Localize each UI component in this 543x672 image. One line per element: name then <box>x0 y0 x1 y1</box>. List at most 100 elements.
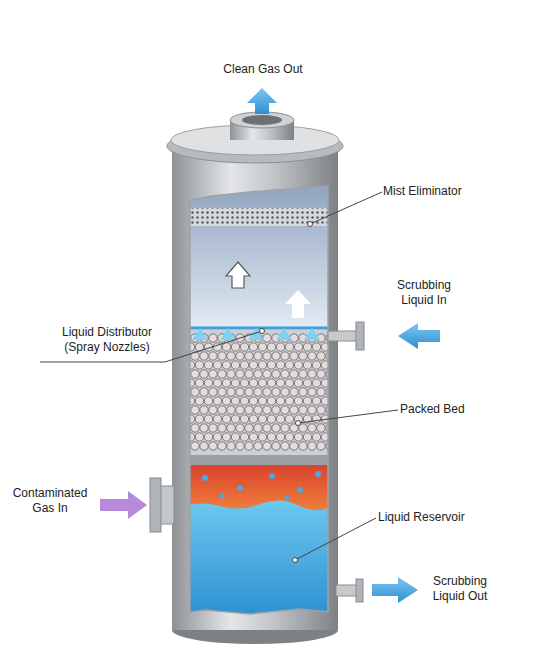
packing-ring <box>326 352 334 360</box>
packing-ring <box>218 370 226 378</box>
drop <box>285 496 290 501</box>
packing-ring <box>195 397 203 405</box>
packing-ring <box>204 361 212 369</box>
packing-ring <box>182 424 190 432</box>
packing-ring <box>326 370 334 378</box>
mist-eliminator <box>180 208 340 226</box>
liquid-out-pipe <box>336 585 358 596</box>
packing-ring <box>195 379 203 387</box>
packing-ring <box>249 379 257 387</box>
packing-ring <box>326 388 334 396</box>
packing-ring <box>222 415 230 423</box>
packing-ring <box>218 388 226 396</box>
liquid-out-flange <box>356 579 363 602</box>
packing-ring <box>258 361 266 369</box>
packing-ring <box>200 442 208 450</box>
gas-in-arrow <box>100 491 147 519</box>
packing-ring <box>290 370 298 378</box>
packing-ring <box>308 370 316 378</box>
packing-ring <box>191 388 199 396</box>
packing-ring <box>200 406 208 414</box>
packing-ring <box>204 433 212 441</box>
packing-ring <box>209 352 217 360</box>
packing-ring <box>245 424 253 432</box>
packing-ring <box>213 379 221 387</box>
packing-ring <box>294 343 302 351</box>
packing-ring <box>272 352 280 360</box>
packing-ring <box>263 370 271 378</box>
packing-ring <box>258 397 266 405</box>
packing-ring <box>299 388 307 396</box>
packing-ring <box>200 424 208 432</box>
packing-ring <box>245 352 253 360</box>
packing-ring <box>182 370 190 378</box>
packing-ring <box>227 370 235 378</box>
packing-ring <box>285 415 293 423</box>
liquid-in-flange <box>356 322 364 350</box>
packing-ring <box>231 379 239 387</box>
packing-ring <box>191 406 199 414</box>
packing-ring <box>308 352 316 360</box>
packing-ring <box>249 397 257 405</box>
packing-ring <box>285 361 293 369</box>
packing-ring <box>231 433 239 441</box>
packing-ring <box>236 424 244 432</box>
spray-nozzles <box>192 328 320 340</box>
packing-ring <box>209 388 217 396</box>
spray <box>248 328 264 340</box>
callout-label: Liquid Reservoir <box>378 510 478 525</box>
gas-flow-arrow <box>285 290 311 318</box>
packing-ring <box>285 379 293 387</box>
packing-ring <box>267 343 275 351</box>
packing-ring <box>222 433 230 441</box>
packing-ring <box>263 388 271 396</box>
leader-dot <box>308 222 313 227</box>
packing-ring <box>245 406 253 414</box>
packing-ring <box>240 433 248 441</box>
packing-ring <box>267 379 275 387</box>
drop <box>297 487 303 493</box>
packing-ring <box>222 397 230 405</box>
leader-lines <box>40 192 398 560</box>
packing-ring <box>222 379 230 387</box>
packing-ring <box>276 343 284 351</box>
callout-label: Scrubbing Liquid In <box>385 278 463 308</box>
packing-ring <box>276 397 284 405</box>
packing-ring <box>258 343 266 351</box>
packing-ring <box>299 442 307 450</box>
packing-ring <box>272 442 280 450</box>
packing-ring <box>254 370 262 378</box>
outlet-rim <box>230 112 294 128</box>
spray <box>304 328 320 340</box>
packing-ring <box>204 397 212 405</box>
packing-ring <box>326 424 334 432</box>
callout-label: Scrubbing Liquid Out <box>420 574 500 604</box>
packing-ring <box>276 433 284 441</box>
packing-ring <box>303 379 311 387</box>
packing-ring <box>290 352 298 360</box>
packing-ring <box>312 361 320 369</box>
packing-ring <box>299 370 307 378</box>
packing-ring <box>191 370 199 378</box>
spray <box>220 328 236 340</box>
packing-ring <box>272 406 280 414</box>
packing-ring <box>204 379 212 387</box>
packing-ring <box>222 343 230 351</box>
packing-ring <box>182 442 190 450</box>
gas-inlet-pipe <box>160 486 174 524</box>
packing-ring <box>222 361 230 369</box>
packing-ring <box>281 370 289 378</box>
packing-ring <box>182 334 190 342</box>
packing-ring <box>294 397 302 405</box>
packing-ring <box>308 424 316 432</box>
gas-space <box>180 180 340 330</box>
packing-ring <box>227 406 235 414</box>
packing-ring <box>303 397 311 405</box>
packing-ring <box>285 433 293 441</box>
drop <box>237 485 243 491</box>
packing-ring <box>209 442 217 450</box>
packing-ring <box>317 370 325 378</box>
callout-label: Mist Eliminator <box>383 184 483 199</box>
packing-ring <box>245 370 253 378</box>
